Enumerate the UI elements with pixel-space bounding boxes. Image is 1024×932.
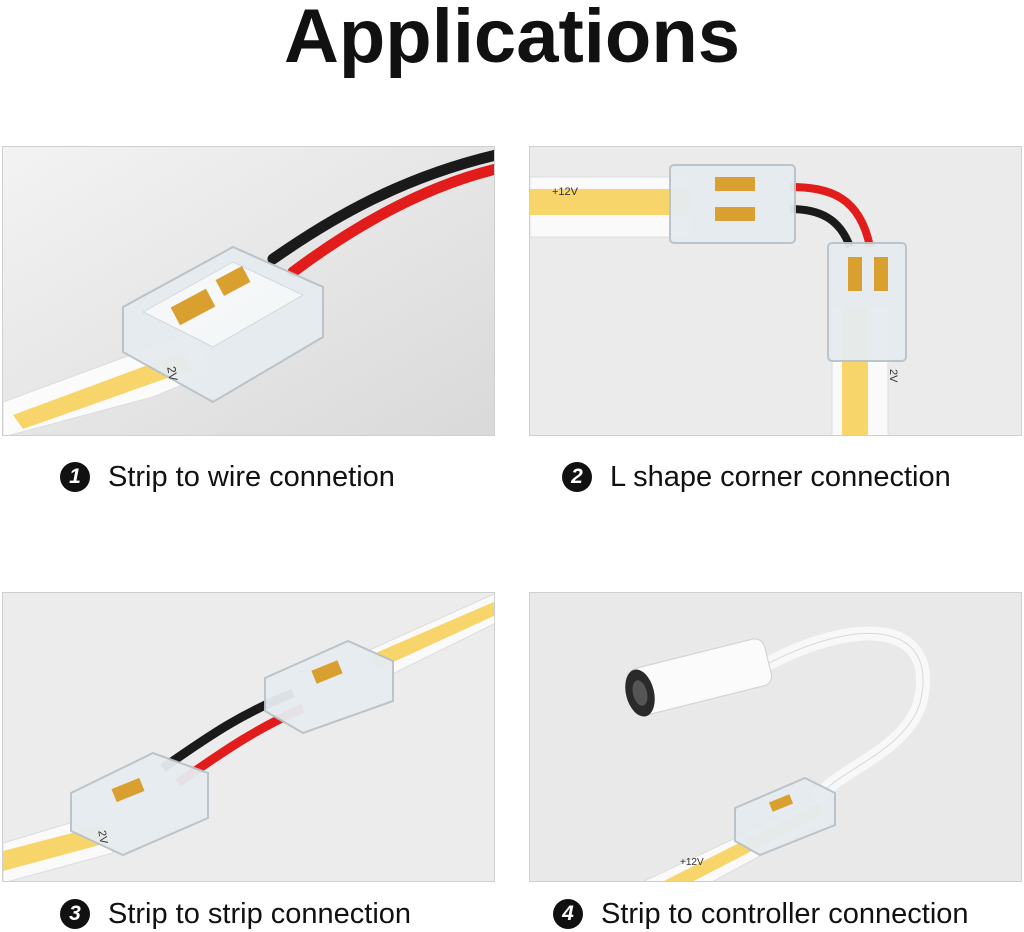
number-badge: 2 [562,462,592,492]
strip-to-wire-illustration: 2V [3,147,494,435]
page-title: Applications [283,0,741,79]
application-photo-l-shape-corner: +12V 2V [529,146,1022,436]
caption-strip-to-wire: 1 Strip to wire connetion [60,460,395,494]
application-photo-strip-to-controller: +12V [529,592,1022,882]
strip-to-strip-illustration: 2V [3,593,494,881]
caption-strip-to-controller: 4 Strip to controller connection [553,897,969,931]
strip-positive-label: +12V [552,186,579,198]
number-badge: 1 [60,462,90,492]
controller-strip-positive-label: +12V [680,857,704,868]
caption-text: Strip to controller connection [601,898,969,930]
caption-text: Strip to strip connection [108,898,412,930]
strip-strip-rating-label: 2V [95,829,109,845]
caption-text: L shape corner connection [610,461,951,493]
caption-strip-to-strip: 3 Strip to strip connection [60,897,411,931]
l-shape-corner-illustration: +12V 2V [530,147,1021,435]
number-badge: 3 [60,899,90,929]
corner-rating-label: 2V [887,369,899,383]
caption-l-shape-corner: 2 L shape corner connection [562,460,951,494]
number-badge: 4 [553,899,583,929]
caption-text: Strip to wire connetion [108,461,395,493]
application-photo-strip-to-wire: 2V [2,146,495,436]
strip-rating-label: 2V [164,365,180,382]
strip-to-controller-illustration: +12V [530,593,1021,881]
application-photo-strip-to-strip: 2V [2,592,495,882]
